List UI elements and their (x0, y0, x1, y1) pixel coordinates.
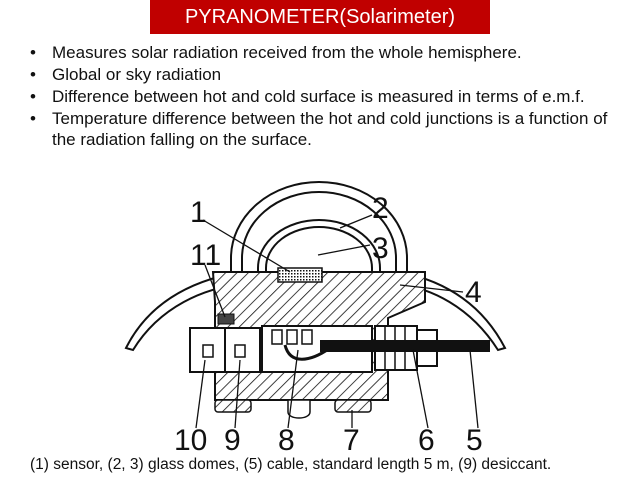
inner-glass-dome (257, 219, 381, 276)
cable (320, 340, 490, 352)
label-11: 11 (190, 239, 221, 272)
label-4: 4 (465, 276, 482, 309)
label-6: 6 (418, 424, 435, 457)
diagram-caption: (1) sensor, (2, 3) glass domes, (5) cabl… (30, 456, 552, 473)
bullet-item: Measures solar radiation received from t… (28, 42, 628, 63)
levelling-foot (334, 399, 372, 413)
small-part (217, 313, 235, 325)
label-7: 7 (343, 424, 360, 457)
bottom-screw (287, 399, 311, 419)
label-8: 8 (278, 424, 295, 457)
label-9: 9 (224, 424, 241, 457)
label-1: 1 (190, 196, 207, 229)
slide-title: PYRANOMETER(Solarimeter) (150, 0, 490, 34)
bullet-list: Measures solar radiation received from t… (28, 42, 628, 151)
label-2: 2 (372, 192, 389, 225)
bullet-item: Global or sky radiation (28, 64, 628, 85)
label-3: 3 (372, 232, 389, 265)
label-5: 5 (466, 424, 483, 457)
levelling-foot (214, 399, 252, 413)
sensor (277, 267, 323, 283)
radiation-shield (124, 271, 507, 352)
bullet-item: Difference between hot and cold surface … (28, 86, 628, 107)
label-10: 10 (174, 424, 207, 457)
bullet-item: Temperature difference between the hot a… (28, 108, 628, 150)
